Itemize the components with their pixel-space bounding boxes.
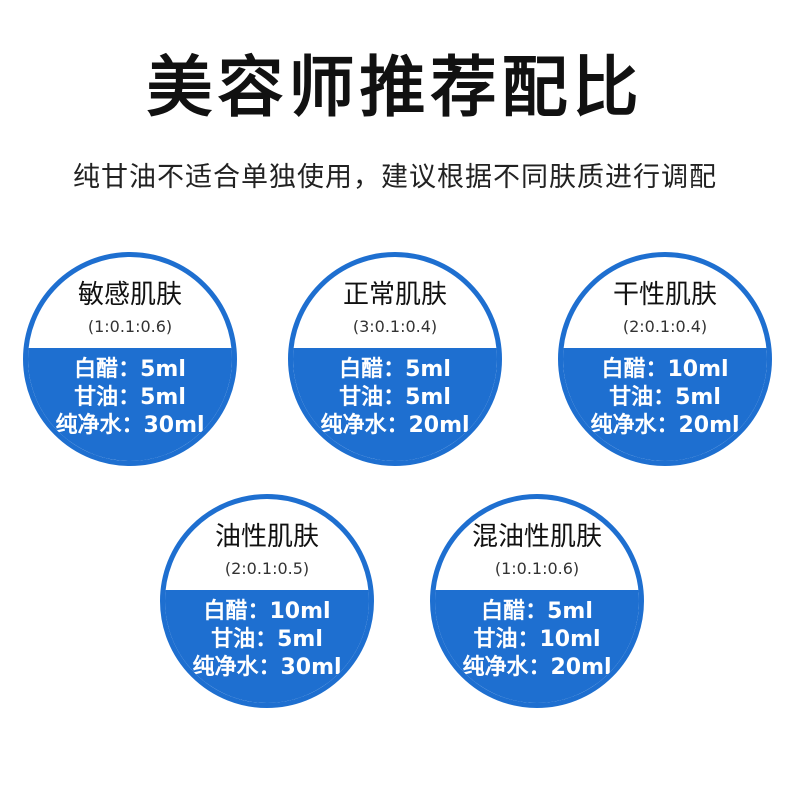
circle-bottom: 白醋：5ml 甘油：5ml 纯净水：20ml	[293, 348, 497, 461]
glycerin-amount: 甘油：10ml	[473, 627, 601, 652]
circle-bottom: 白醋：10ml 甘油：5ml 纯净水：30ml	[165, 590, 369, 703]
skin-type-name: 混油性肌肤	[471, 522, 602, 552]
circle-top: 干性肌肤 (2:0.1:0.4)	[563, 257, 767, 349]
page-title: 美容师推荐配比	[146, 49, 644, 126]
glycerin-amount: 甘油：5ml	[74, 385, 186, 410]
circle-bottom: 白醋：5ml 甘油：10ml 纯净水：20ml	[435, 590, 639, 703]
circle-bottom: 白醋：10ml 甘油：5ml 纯净水：20ml	[563, 348, 767, 461]
water-amount: 纯净水：20ml	[320, 413, 470, 438]
skin-type-name: 油性肌肤	[214, 522, 319, 552]
ratio-text: (2:0.1:0.4)	[622, 317, 708, 336]
circle-bottom: 白醋：5ml 甘油：5ml 纯净水：30ml	[28, 348, 232, 461]
circle-top: 混油性肌肤 (1:0.1:0.6)	[435, 499, 639, 591]
ratio-text: (1:0.1:0.6)	[494, 559, 580, 578]
glycerin-amount: 甘油：5ml	[211, 627, 323, 652]
vinegar-amount: 白醋：5ml	[481, 599, 593, 624]
recipe-circle-sensitive-skin: 敏感肌肤 (1:0.1:0.6) 白醋：5ml 甘油：5ml 纯净水：30ml	[23, 252, 237, 466]
skin-type-name: 正常肌肤	[342, 280, 447, 310]
recipe-circle-dry-skin: 干性肌肤 (2:0.1:0.4) 白醋：10ml 甘油：5ml 纯净水：20ml	[558, 252, 772, 466]
ratio-text: (1:0.1:0.6)	[87, 317, 173, 336]
glycerin-amount: 甘油：5ml	[339, 385, 451, 410]
vinegar-amount: 白醋：10ml	[601, 357, 729, 382]
ratio-text: (2:0.1:0.5)	[224, 559, 310, 578]
glycerin-amount: 甘油：5ml	[609, 385, 721, 410]
water-amount: 纯净水：30ml	[55, 413, 205, 438]
ratio-text: (3:0.1:0.4)	[352, 317, 438, 336]
recipe-circle-normal-skin: 正常肌肤 (3:0.1:0.4) 白醋：5ml 甘油：5ml 纯净水：20ml	[288, 252, 502, 466]
recipe-circle-combination-skin: 混油性肌肤 (1:0.1:0.6) 白醋：5ml 甘油：10ml 纯净水：20m…	[430, 494, 644, 708]
recipe-circle-oily-skin: 油性肌肤 (2:0.1:0.5) 白醋：10ml 甘油：5ml 纯净水：30ml	[160, 494, 374, 708]
vinegar-amount: 白醋：5ml	[339, 357, 451, 382]
skin-type-name: 干性肌肤	[612, 280, 717, 310]
vinegar-amount: 白醋：5ml	[74, 357, 186, 382]
circle-top: 正常肌肤 (3:0.1:0.4)	[293, 257, 497, 349]
page-subtitle: 纯甘油不适合单独使用，建议根据不同肤质进行调配	[73, 162, 717, 193]
water-amount: 纯净水：30ml	[192, 655, 342, 680]
skin-type-name: 敏感肌肤	[77, 280, 182, 310]
circle-top: 敏感肌肤 (1:0.1:0.6)	[28, 257, 232, 349]
vinegar-amount: 白醋：10ml	[203, 599, 331, 624]
water-amount: 纯净水：20ml	[462, 655, 612, 680]
water-amount: 纯净水：20ml	[590, 413, 740, 438]
circle-top: 油性肌肤 (2:0.1:0.5)	[165, 499, 369, 591]
